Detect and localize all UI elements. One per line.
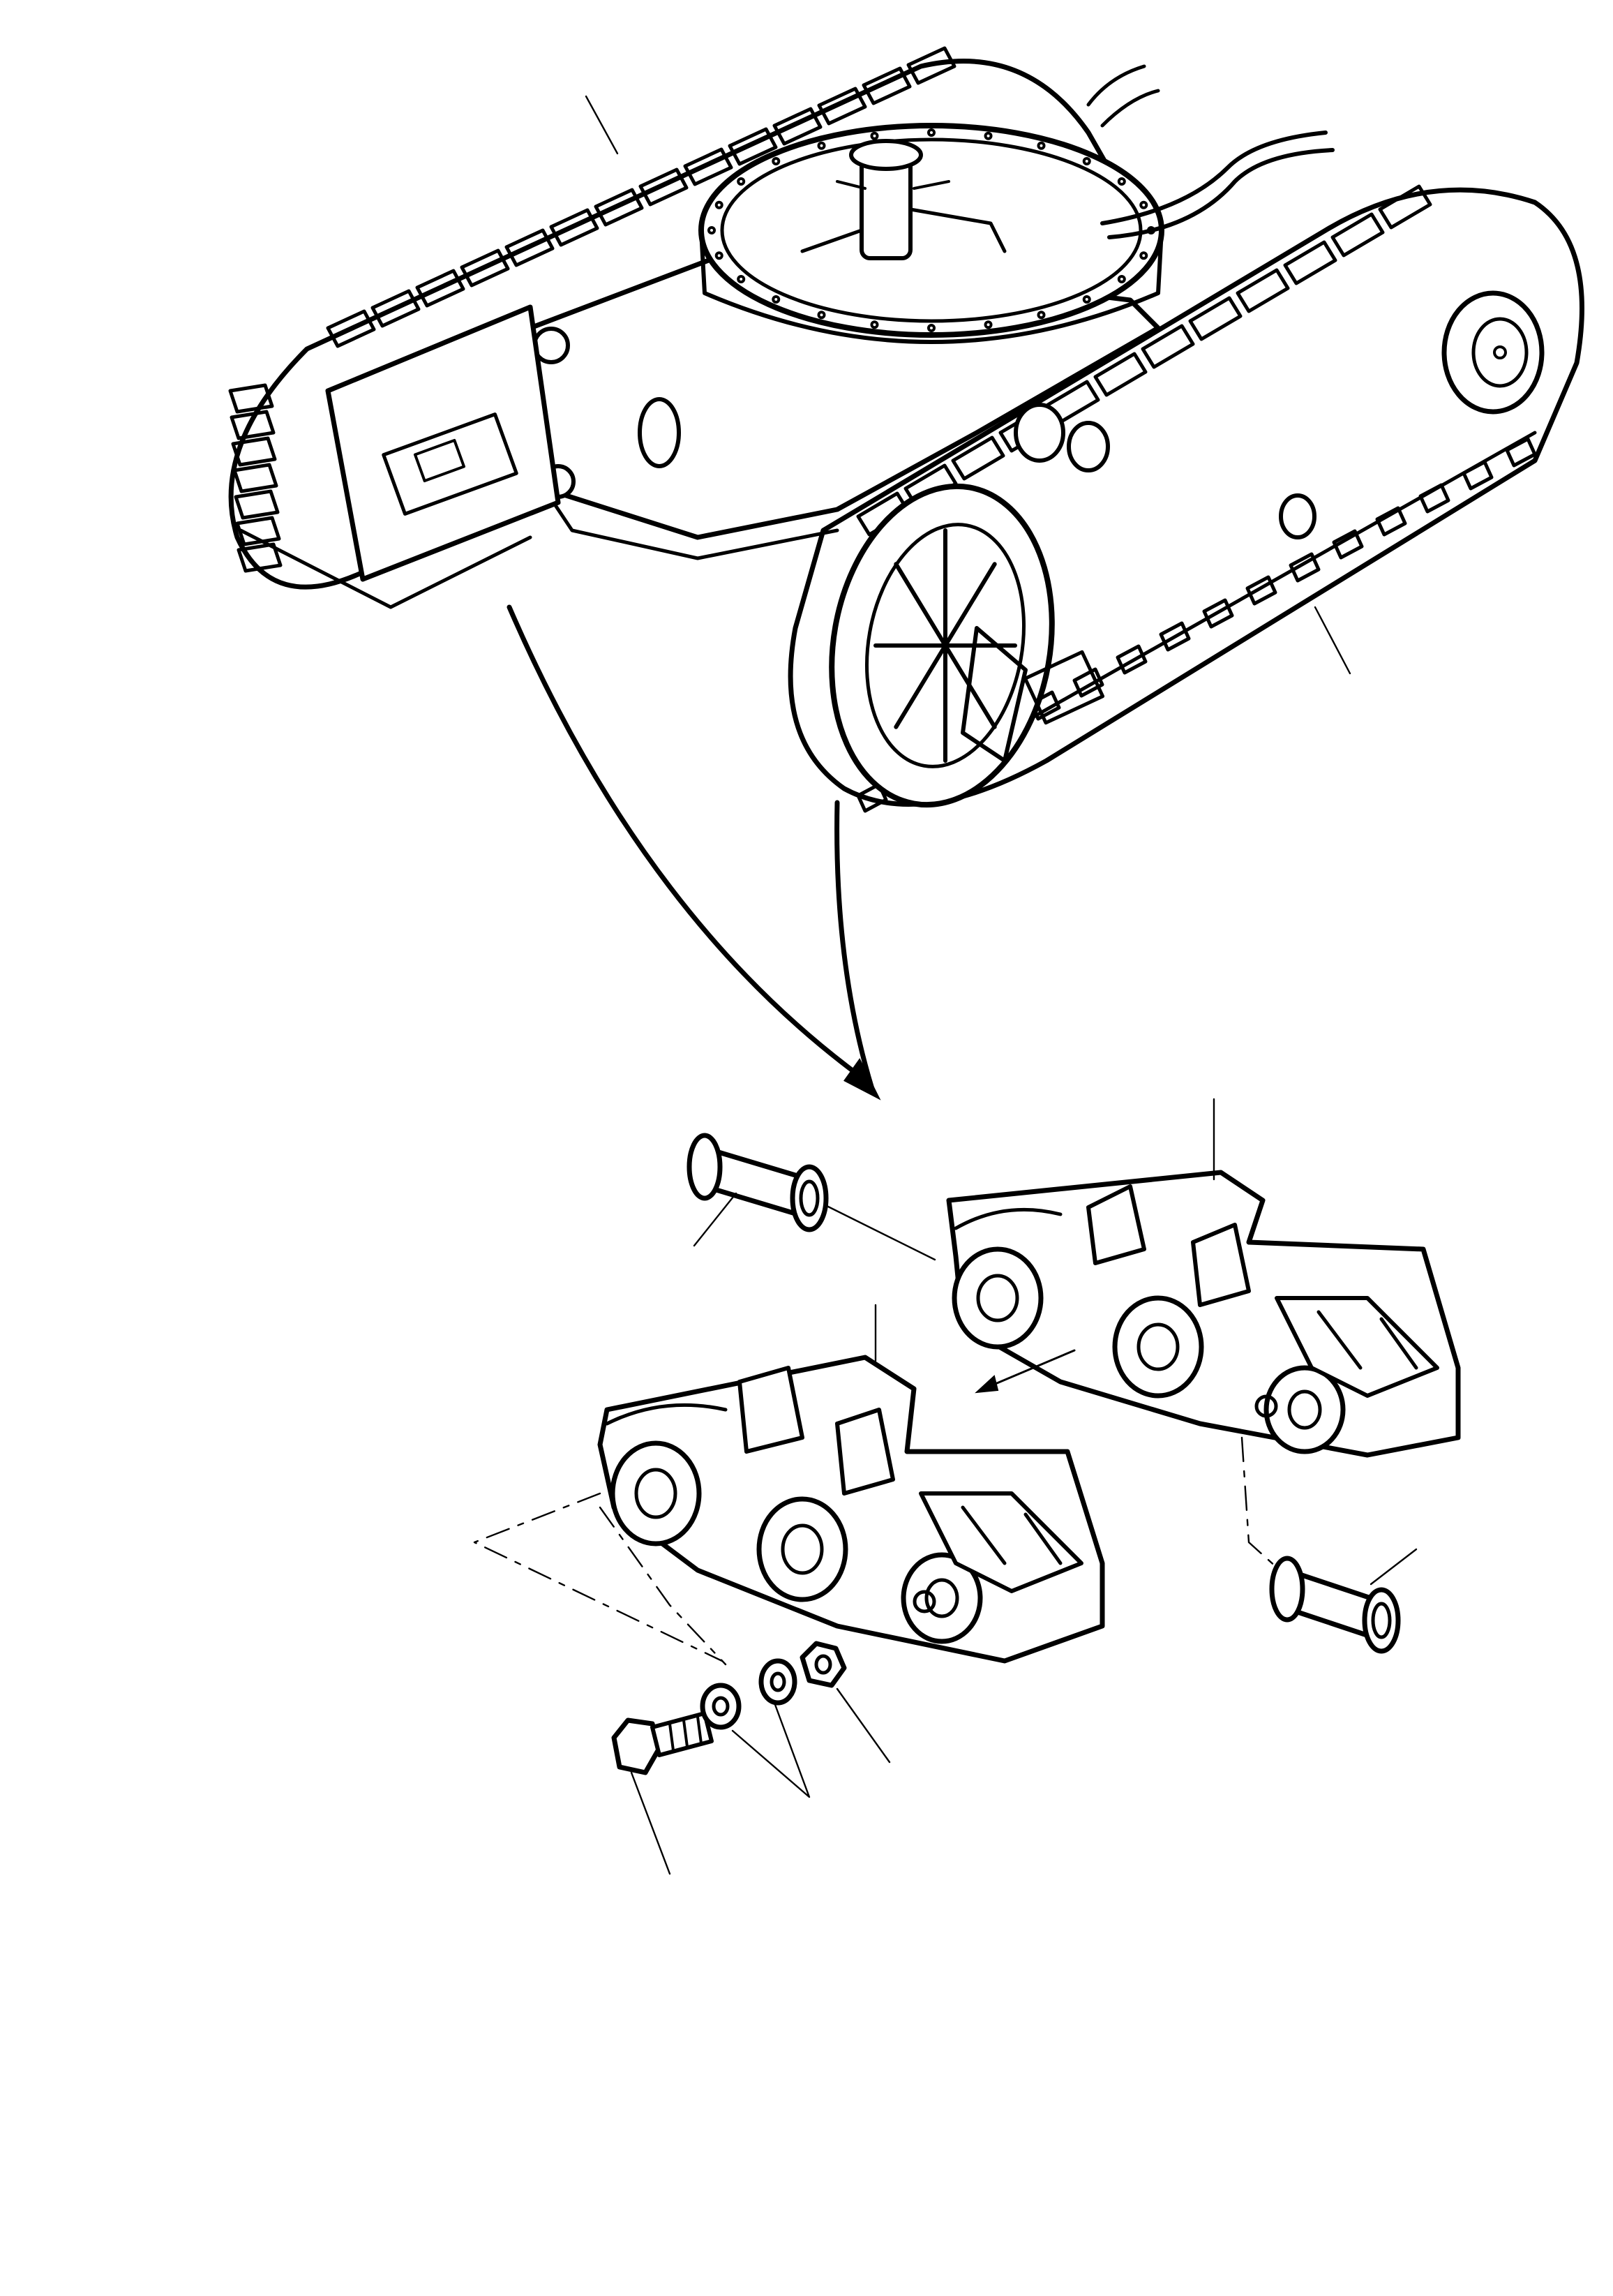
track-shoe [415,269,465,308]
track-shoe [862,66,912,105]
track-link [1202,598,1234,629]
hydraulic-hoses [1086,64,1335,239]
track-pin-lower [1240,1436,1418,1654]
swing-bearing [698,123,1164,344]
bolt-head [984,320,993,329]
track-shoe [230,410,276,440]
track-shoe [370,289,421,328]
leader-line-pin-upper [693,1192,737,1247]
leader-line-pin-lower [1370,1548,1418,1586]
track-link [1289,552,1321,583]
track-shoe [1188,296,1243,341]
track-shoe [1236,268,1290,313]
assembly-arrow [975,1349,1076,1394]
front-idler [829,483,1055,808]
track-shoe [504,228,555,267]
leader-line-track-right [1314,606,1351,675]
hex-nut [800,1641,891,1764]
leader-line-bolt [630,1771,671,1875]
track-link [1245,575,1277,606]
track-shoe [951,435,1005,481]
bolt-head [1139,251,1148,260]
track-shoe [728,127,778,166]
bolt-head [817,311,826,320]
track-link [1375,506,1407,537]
bolt-head [1117,177,1126,186]
track-link [856,782,888,813]
track-shoe [1378,184,1432,230]
bolt-head [1117,275,1126,283]
explode-arrows [507,604,881,1101]
right-track-frame-plate [961,626,1105,763]
leader-line-track-left [585,95,619,155]
track-shoe [549,208,599,247]
track-link-rear [946,1098,1461,1458]
center-swivel-joint [800,139,1007,260]
washer-lock [758,1658,797,1706]
track-shoe [234,489,280,520]
carrier-roller [1014,403,1316,539]
bolt-head [870,131,879,140]
drive-sprocket [1441,290,1545,415]
track-shoe [326,309,376,348]
leader-line-washers [731,1701,811,1798]
leader-line-nut [836,1687,891,1764]
track-shoe [638,167,689,207]
bolt-head [737,275,746,283]
exploded-parts [473,1098,1461,1875]
bolt-head [1082,295,1091,304]
bolt-head [817,141,826,150]
fastener-set [473,1492,891,1875]
arrow-head [843,1058,881,1101]
track-link [1159,621,1191,652]
bolt-head [870,320,879,329]
bolt-head [1082,157,1091,165]
washer-flat [700,1683,742,1730]
track-shoe [228,383,274,414]
idler-spoke [894,643,947,729]
left-track-frame-end [325,304,561,582]
track-shoe [235,516,281,546]
track-shoe [1141,324,1195,369]
bolt-head [927,128,936,137]
track-pin-upper [687,1133,936,1261]
bolt-head [707,226,716,234]
hex-bolt [611,1711,714,1875]
track-shoe [594,188,644,227]
bolt-head [927,324,936,332]
track-shoe [1330,212,1385,258]
track-shoe [1283,240,1337,285]
track-shoe [231,436,277,467]
track-shoe [683,147,733,186]
track-shoe [232,463,278,493]
bolt-head [772,157,781,165]
bolt-head [984,131,993,140]
undercarriage-assembly [228,46,1584,813]
bolt-head [1037,141,1046,150]
track-shoe [460,248,510,288]
track-link-front [597,1304,1105,1664]
track-shoe [817,87,867,126]
bolt-head [714,251,723,260]
bolt-head [1139,200,1148,209]
bolt-head [1037,311,1046,320]
track-link [1505,437,1537,468]
idler-spoke [894,562,947,648]
track-shoe [1093,352,1148,397]
track-link [1332,529,1364,560]
bolt-head [737,177,746,186]
track-shoe [906,46,956,85]
bolt-head [714,200,723,209]
idler-spoke [943,562,997,648]
track-shoe [237,542,283,573]
track-shoe [772,107,823,146]
bolt-head [772,295,781,304]
